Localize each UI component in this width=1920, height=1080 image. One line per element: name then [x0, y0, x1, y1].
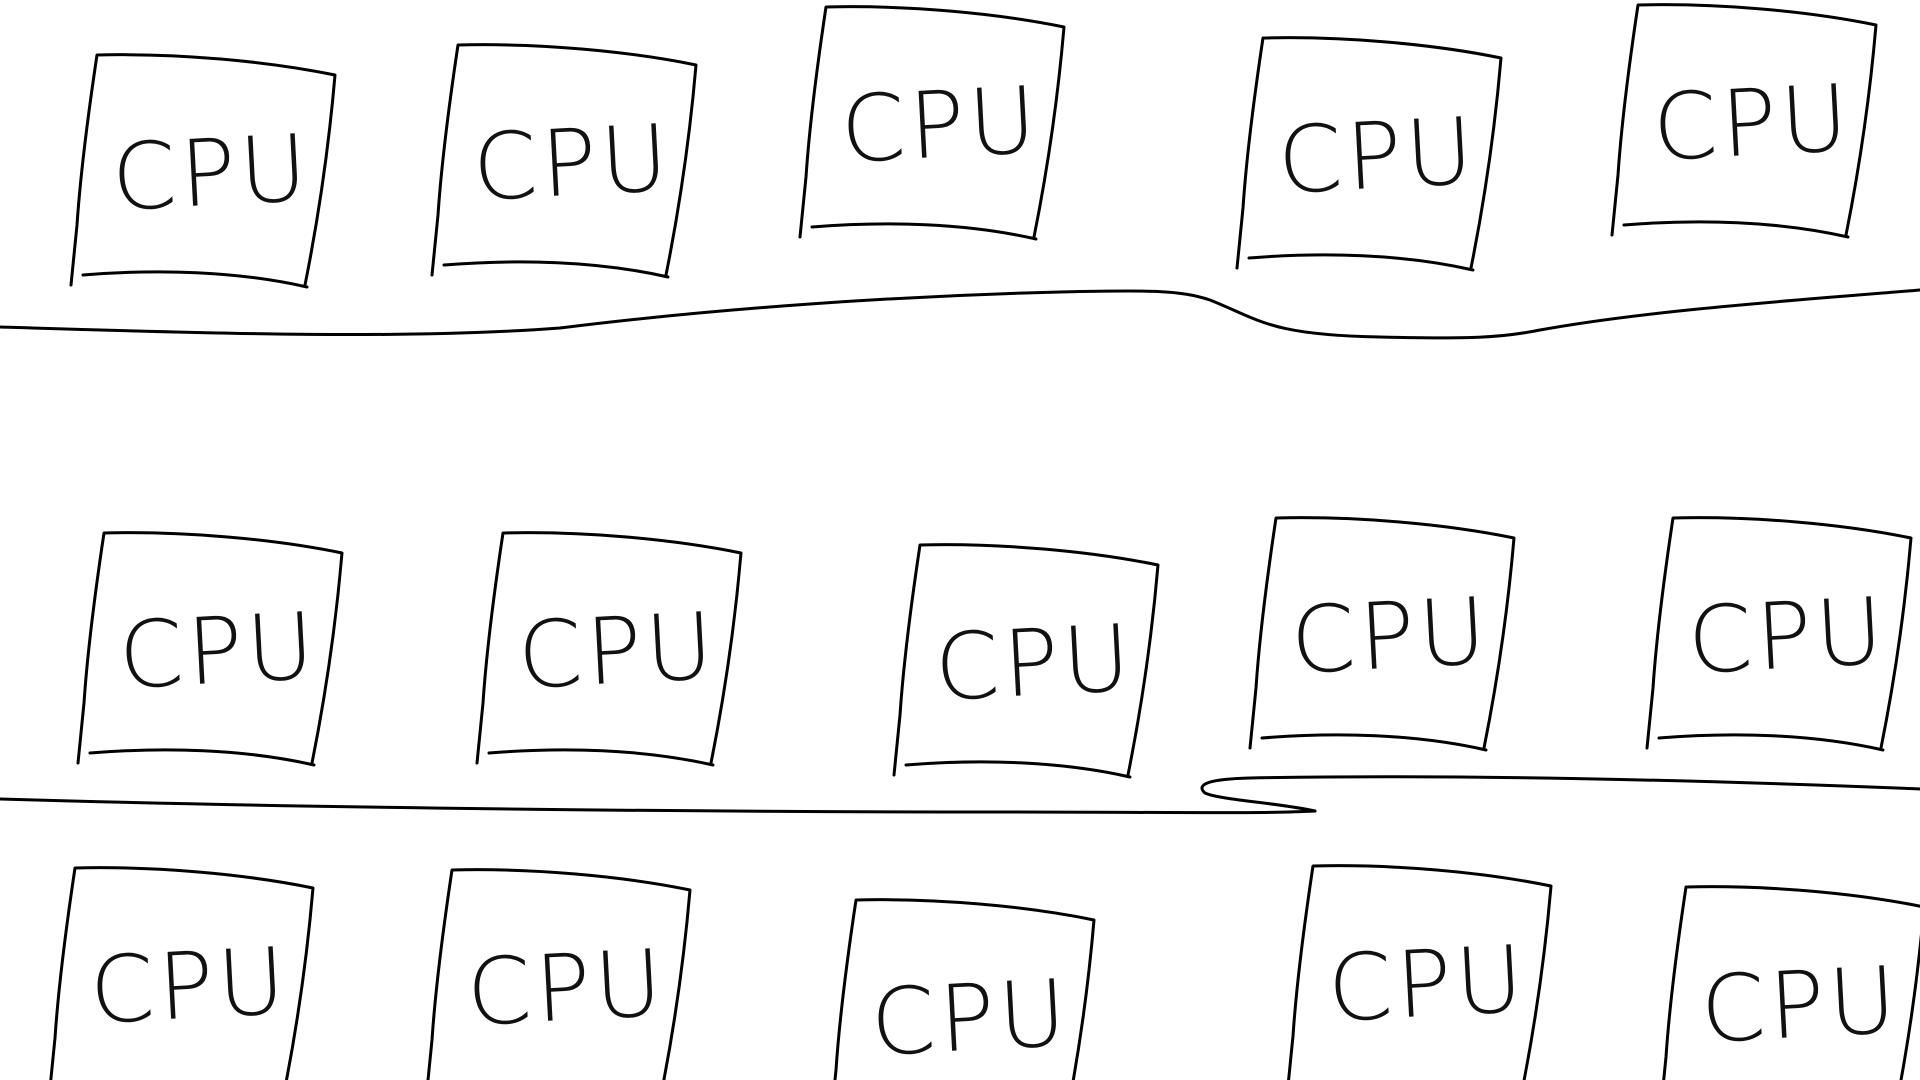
cpu-box-outline: [1645, 516, 1913, 752]
cpu-box-outline: [1287, 864, 1553, 1080]
cpu-box-outline: [426, 868, 692, 1080]
cpu-box-outline: [475, 531, 743, 767]
cpu-box: CPU: [430, 43, 698, 279]
cpu-box-outline: [1610, 3, 1878, 239]
cpu-label: CPU: [838, 67, 1042, 184]
cpu-box-outline: [1248, 516, 1516, 752]
cpu-box-outline: [798, 5, 1066, 241]
middle-shelf-line-left: [0, 797, 1317, 815]
cpu-box: CPU: [1248, 516, 1516, 752]
top-shelf-line: [0, 288, 1920, 340]
cpu-label: CPU: [109, 115, 313, 232]
cpu-label: CPU: [1275, 98, 1479, 215]
cpu-label: CPU: [515, 593, 719, 710]
cpu-box: CPU: [426, 868, 692, 1080]
cpu-box: CPU: [1662, 885, 1920, 1080]
cpu-box: CPU: [76, 531, 344, 767]
cpu-box-outline: [892, 543, 1160, 779]
cpu-label: CPU: [1698, 947, 1902, 1064]
cpu-box: CPU: [1610, 3, 1878, 239]
cpu-box-outline: [69, 53, 337, 289]
cpu-box: CPU: [49, 866, 315, 1080]
cpu-label: CPU: [87, 928, 291, 1045]
cpu-box: CPU: [69, 53, 337, 289]
cpu-label: CPU: [464, 930, 668, 1047]
cpu-label: CPU: [1288, 578, 1492, 695]
cpu-label: CPU: [116, 593, 320, 710]
cpu-label: CPU: [1685, 578, 1889, 695]
cpu-label: CPU: [868, 960, 1072, 1077]
cpu-box: CPU: [1645, 516, 1913, 752]
cpu-label: CPU: [470, 105, 674, 222]
cpu-box-outline: [49, 866, 315, 1080]
cpu-box: CPU: [892, 543, 1160, 779]
cpu-label: CPU: [932, 605, 1136, 722]
middle-shelf-line-right: [1200, 775, 1920, 813]
cpu-box-outline: [1235, 36, 1503, 272]
cpu-box-outline: [833, 898, 1096, 1080]
cpu-box-outline: [430, 43, 698, 279]
cpu-label: CPU: [1325, 926, 1529, 1043]
cpu-box: CPU: [798, 5, 1066, 241]
cpu-box: CPU: [1235, 36, 1503, 272]
cpu-box-outline: [1662, 885, 1920, 1080]
cpu-box: CPU: [475, 531, 743, 767]
cpu-box: CPU: [833, 898, 1096, 1080]
cpu-label: CPU: [1650, 65, 1854, 182]
cpu-box-outline: [76, 531, 344, 767]
cpu-box: CPU: [1287, 864, 1553, 1080]
